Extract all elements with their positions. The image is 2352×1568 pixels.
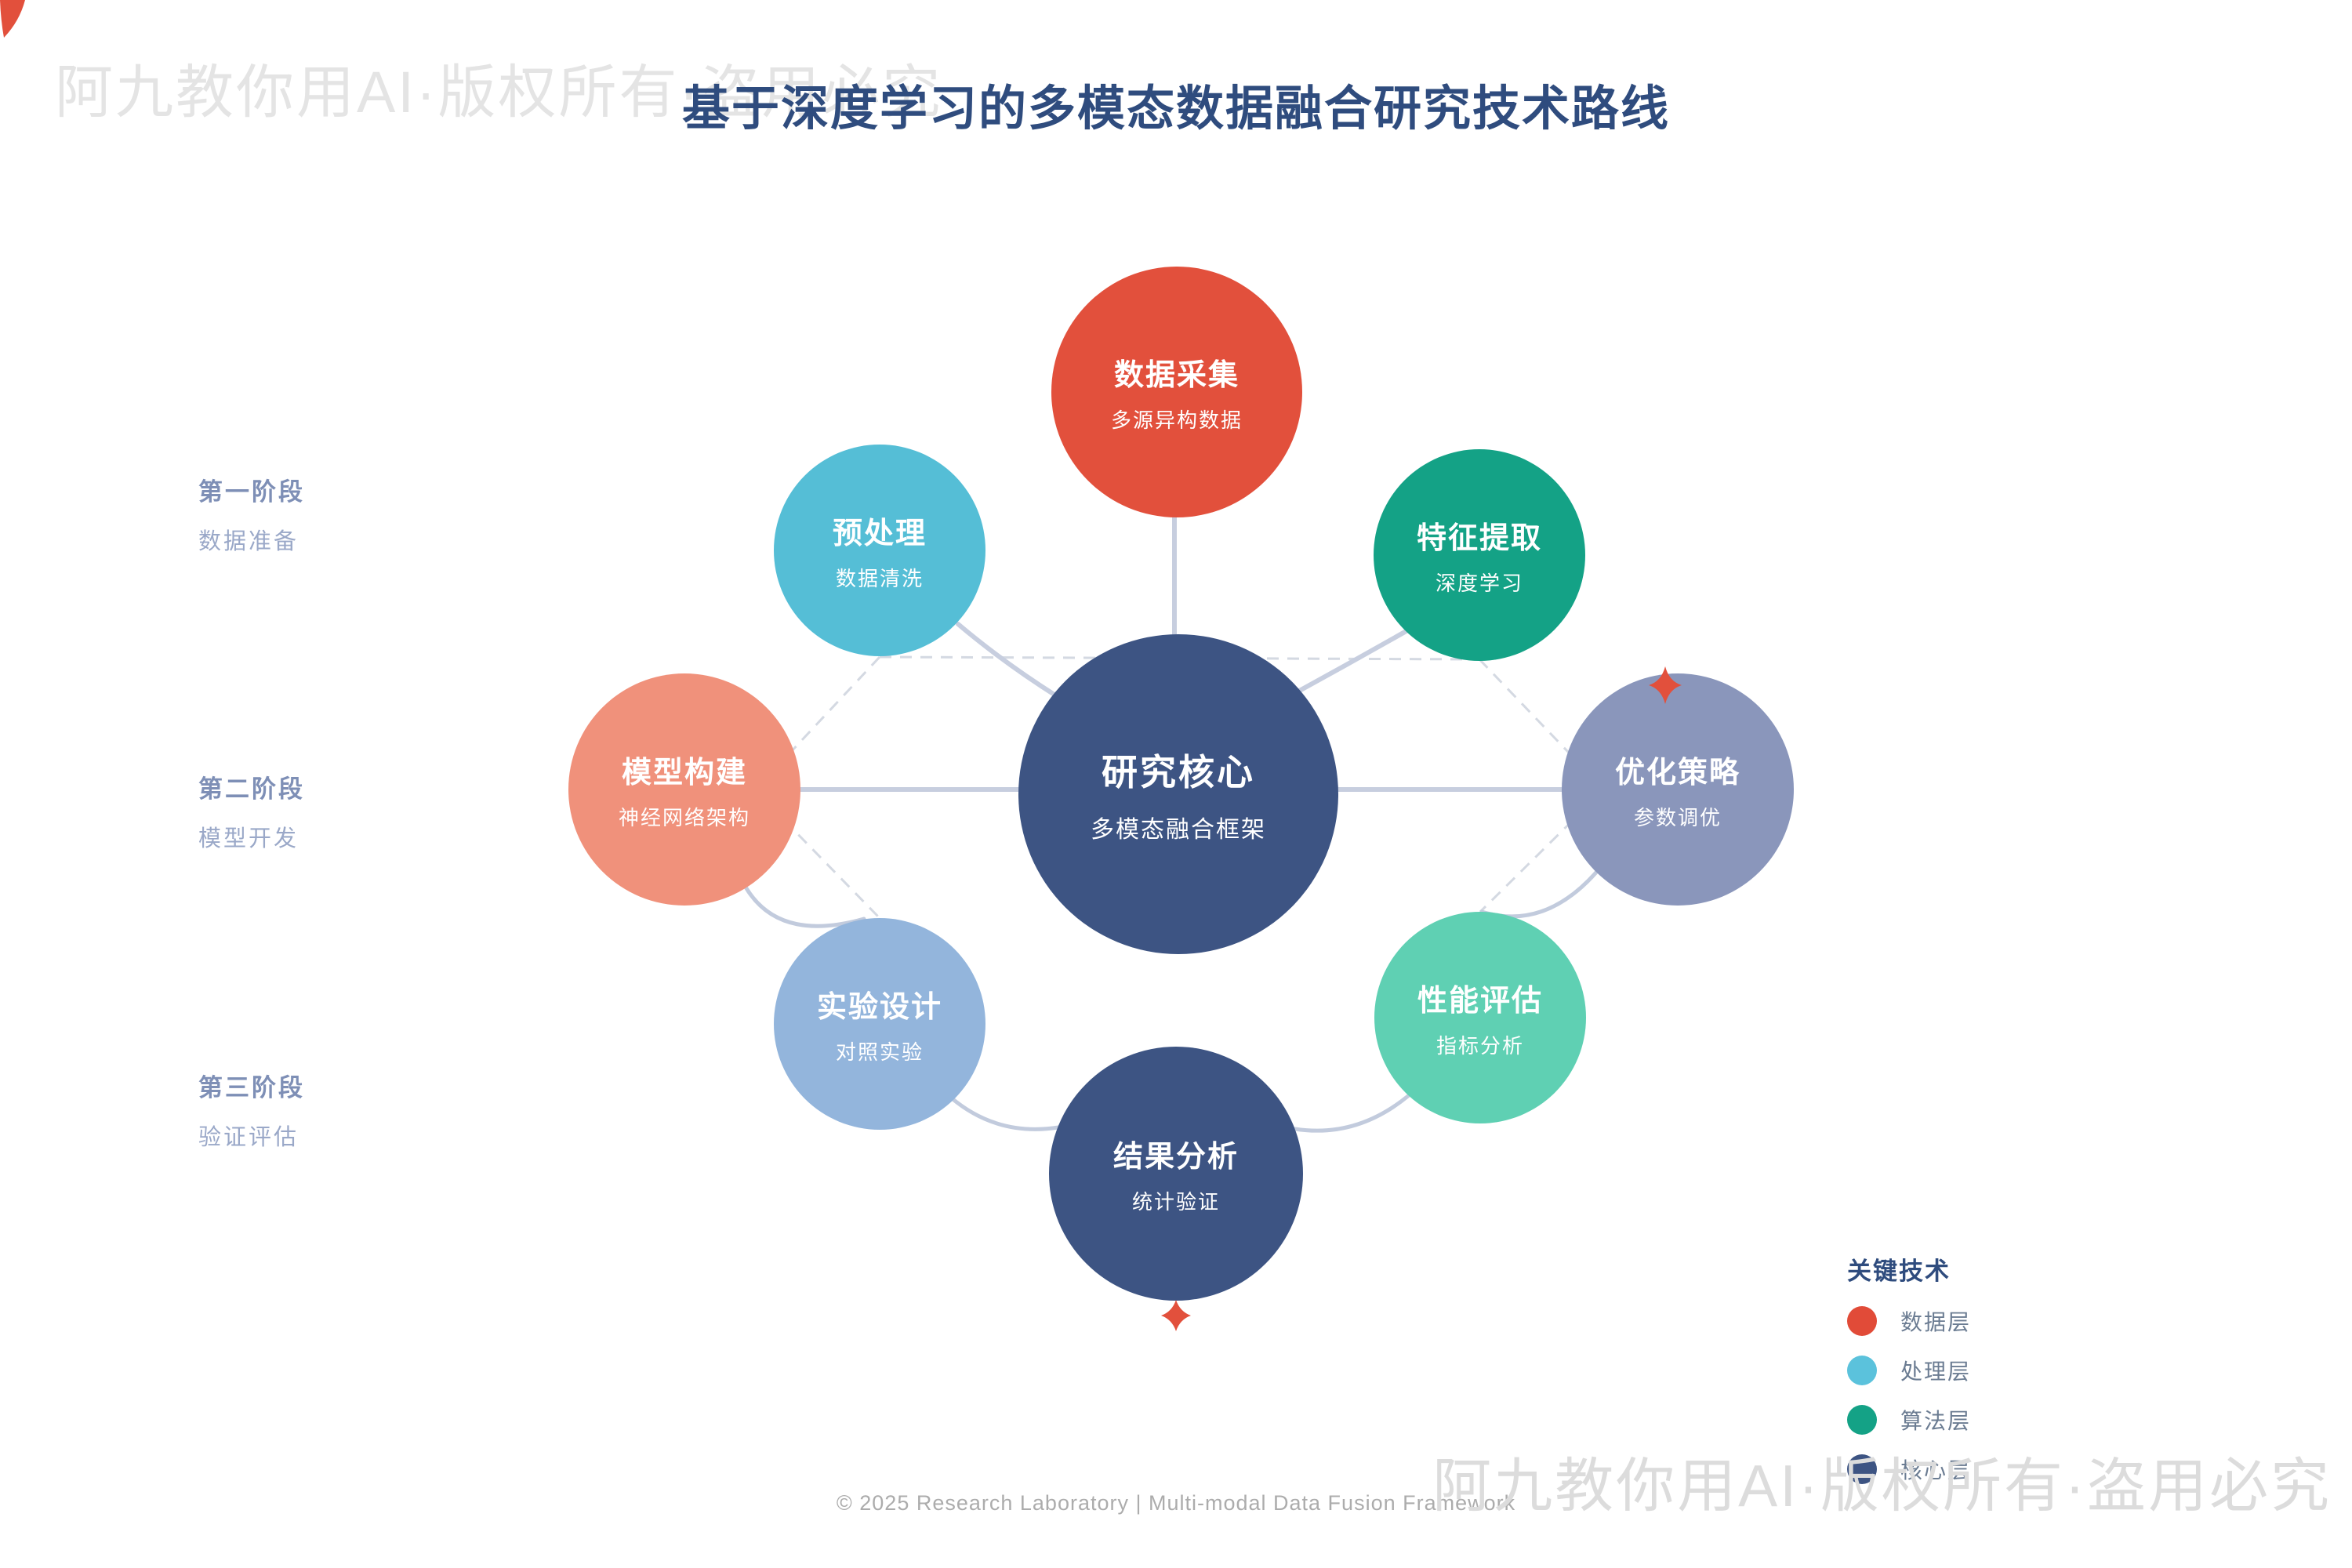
- legend-item-core-layer: 核心层: [1847, 1454, 1971, 1484]
- node-subtitle: 神经网络架构: [618, 806, 750, 829]
- node-result-analysis: 结果分析 统计验证: [1049, 1047, 1303, 1301]
- node-subtitle: 对照实验: [835, 1040, 924, 1064]
- legend-label: 处理层: [1900, 1359, 1972, 1384]
- legend-dot-processing-layer: [1847, 1356, 1877, 1385]
- node-data-collection: 数据采集 多源异构数据: [1051, 267, 1302, 517]
- node-subtitle: 参数调优: [1633, 806, 1722, 829]
- sparkle-icon: [1161, 1300, 1191, 1331]
- legend-label: 算法层: [1900, 1409, 1972, 1433]
- phase-3: 第三阶段 验证评估: [198, 1068, 305, 1152]
- legend-label: 核心层: [1900, 1458, 1972, 1483]
- node-title: 数据采集: [1113, 359, 1240, 392]
- node-subtitle: 多源异构数据: [1110, 408, 1243, 432]
- node-title: 优化策略: [1614, 757, 1740, 789]
- watermark-top-left: 阿九教你用AI·版权所有·盗用必究: [55, 60, 943, 125]
- node-title: 特征提取: [1416, 522, 1542, 555]
- node-research-core: 研究核心 多模态融合框架: [1018, 634, 1338, 954]
- footer-text: © 2025 Research Laboratory | Multi-modal…: [836, 1491, 1516, 1515]
- node-title: 研究核心: [1102, 752, 1255, 793]
- node-experiment-design: 实验设计 对照实验: [774, 918, 985, 1130]
- phase-3-label: 验证评估: [198, 1125, 299, 1150]
- legend-dot-core-layer: [1847, 1454, 1877, 1484]
- legend-item-processing-layer: 处理层: [1847, 1356, 1971, 1385]
- legend-dot-data-layer: [1847, 1306, 1877, 1336]
- node-feature-extraction: 特征提取 深度学习: [1374, 449, 1585, 661]
- legend-title: 关键技术: [1847, 1258, 1951, 1285]
- phase-2-stage: 第二阶段: [198, 775, 305, 803]
- node-subtitle: 指标分析: [1436, 1034, 1524, 1058]
- legend-item-data-layer: 数据层: [1847, 1306, 1971, 1336]
- node-subtitle: 多模态融合框架: [1091, 817, 1266, 843]
- node-subtitle: 统计验证: [1131, 1190, 1220, 1214]
- node-title: 预处理: [832, 517, 927, 550]
- node-subtitle: 深度学习: [1435, 572, 1523, 595]
- node-title: 实验设计: [816, 991, 942, 1024]
- node-preprocessing: 预处理 数据清洗: [774, 445, 985, 656]
- page-title: 基于深度学习的多模态数据融合研究技术路线: [681, 82, 1670, 135]
- node-title: 结果分析: [1112, 1141, 1239, 1174]
- node-model-building: 模型构建 神经网络架构: [568, 673, 800, 906]
- corner-accent-shape: [0, 0, 25, 38]
- legend: 关键技术 数据层 处理层 算法层 核心层: [1847, 1251, 1971, 1484]
- phase-2: 第二阶段 模型开发: [198, 769, 305, 853]
- node-title: 性能评估: [1417, 985, 1543, 1018]
- phase-3-stage: 第三阶段: [198, 1074, 305, 1102]
- node-title: 模型构建: [621, 757, 747, 789]
- phase-1-label: 数据准备: [198, 529, 299, 554]
- node-optimization: 优化策略 参数调优: [1562, 673, 1794, 906]
- node-subtitle: 数据清洗: [835, 567, 924, 590]
- phase-1: 第一阶段 数据准备: [198, 472, 305, 556]
- legend-item-algorithm-layer: 算法层: [1847, 1405, 1971, 1435]
- watermark-bottom-right: 阿九教你用AI·版权所有·盗用必究: [1432, 1453, 2332, 1519]
- legend-dot-algorithm-layer: [1847, 1405, 1877, 1435]
- legend-label: 数据层: [1900, 1310, 1972, 1334]
- phase-2-label: 模型开发: [198, 826, 299, 851]
- node-performance-eval: 性能评估 指标分析: [1374, 912, 1586, 1123]
- phase-1-stage: 第一阶段: [198, 478, 305, 506]
